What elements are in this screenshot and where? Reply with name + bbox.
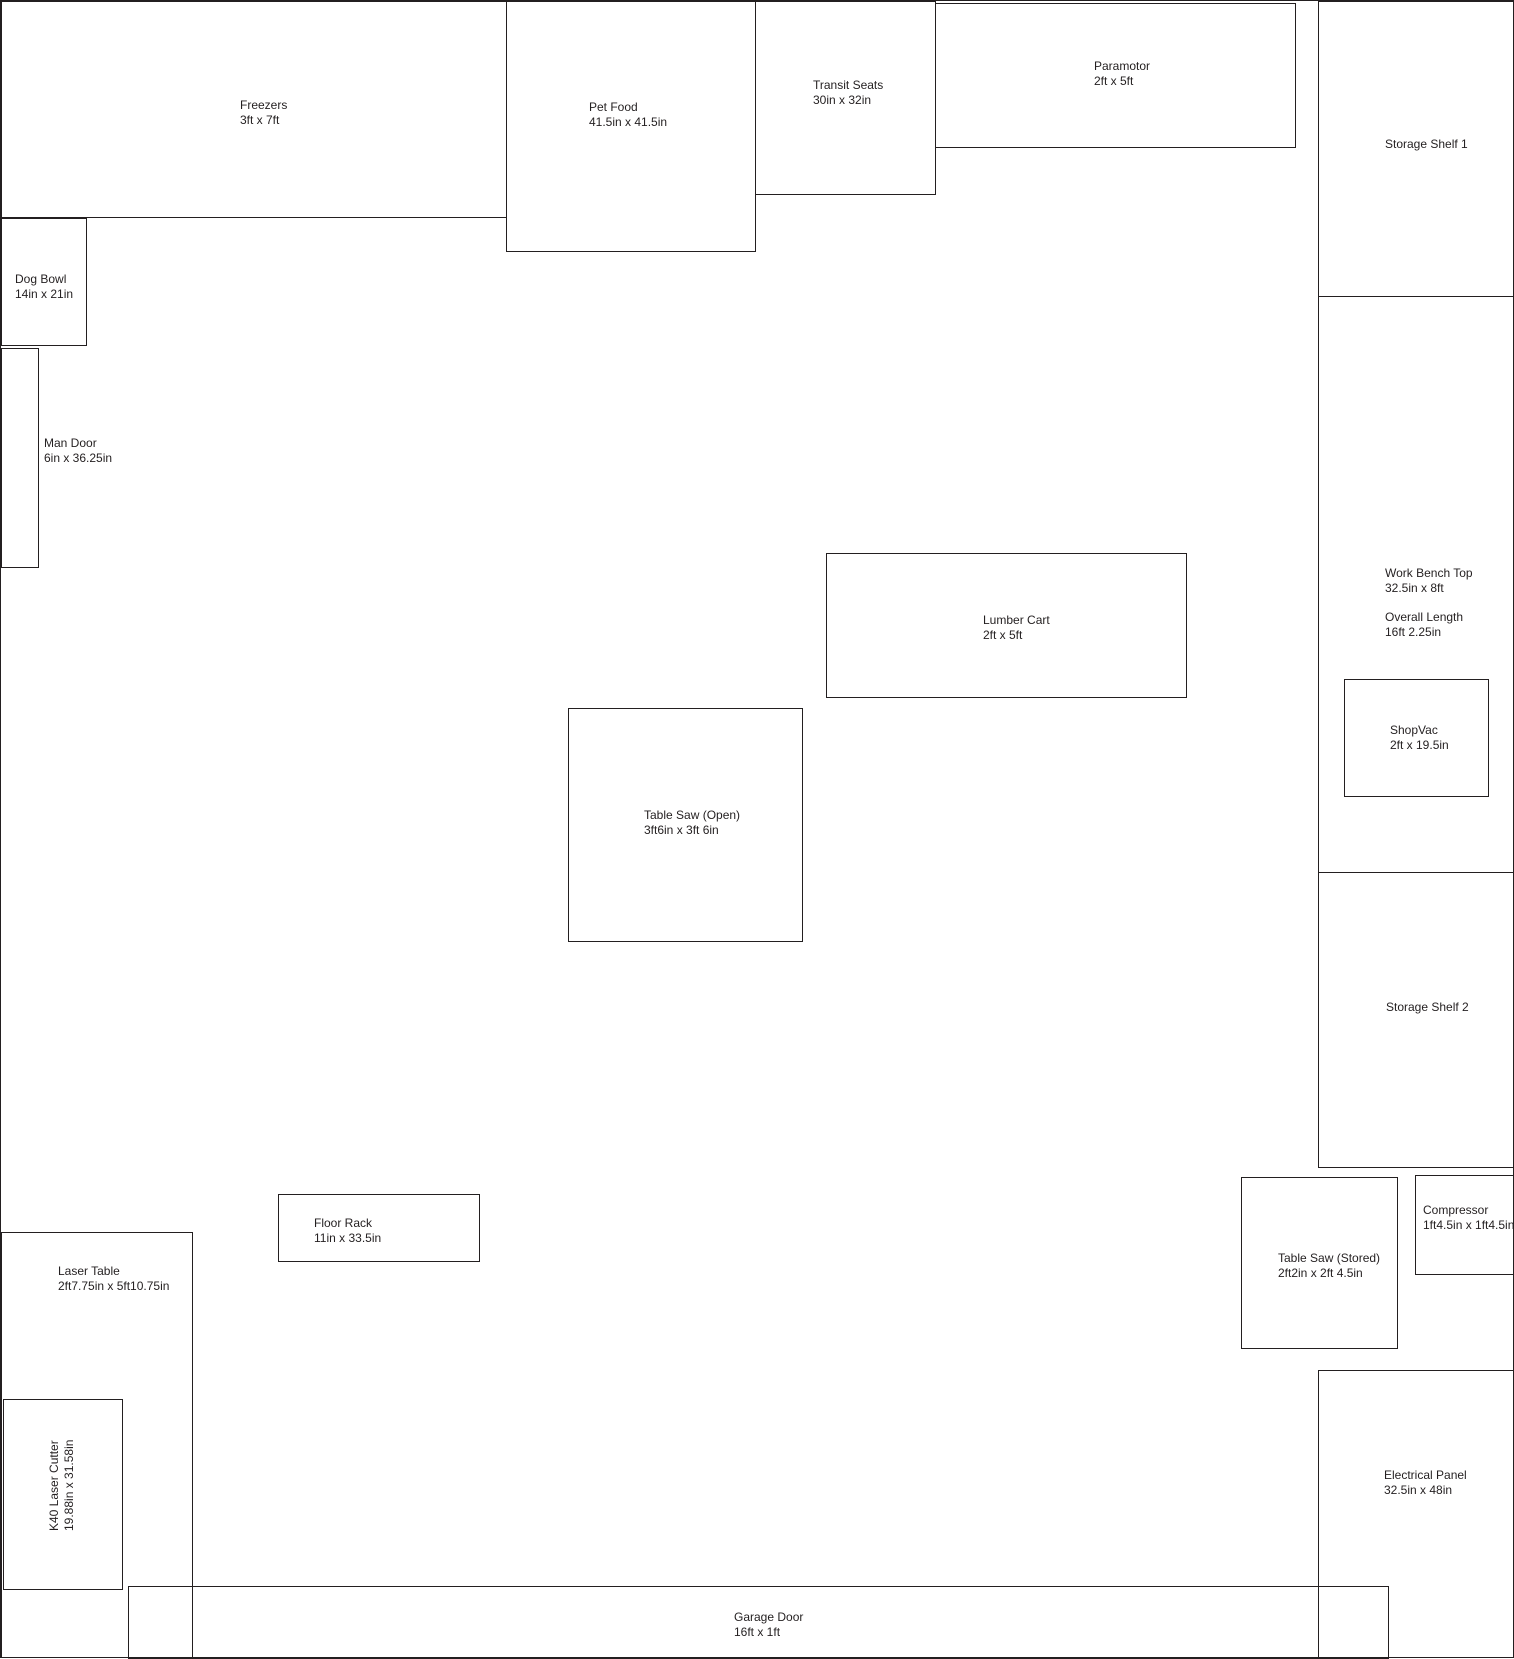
floor-rack-size: 11in x 33.5in [314, 1231, 382, 1245]
garage-door-label: Garage Door 16ft x 1ft [734, 1610, 803, 1640]
paramotor-name: Paramotor [1094, 59, 1151, 73]
electrical-panel-label: Electrical Panel 32.5in x 48in [1384, 1468, 1467, 1498]
dog-bowl-name: Dog Bowl [15, 272, 67, 286]
man-door-label: Man Door 6in x 36.25in [44, 436, 112, 466]
transit-seats-box [755, 1, 936, 195]
table-saw-open-label: Table Saw (Open) 3ft6in x 3ft 6in [644, 808, 740, 838]
table-saw-stored-label: Table Saw (Stored) 2ft2in x 2ft 4.5in [1278, 1251, 1380, 1281]
freezers-label: Freezers 3ft x 7ft [240, 98, 287, 128]
k40-laser-cutter-name: K40 Laser Cutter [47, 1440, 61, 1531]
lumber-cart-name: Lumber Cart [983, 613, 1050, 627]
k40-laser-cutter-size: 19.88in x 31.58in [62, 1439, 76, 1531]
work-bench-name: Work Bench Top [1385, 566, 1473, 580]
laser-table-name: Laser Table [58, 1264, 120, 1278]
work-bench-size: 32.5in x 8ft [1385, 581, 1444, 595]
electrical-panel-box [1318, 1370, 1514, 1658]
work-bench-label: Work Bench Top 32.5in x 8ft Overall Leng… [1385, 566, 1473, 640]
table-saw-open-name: Table Saw (Open) [644, 808, 741, 822]
storage-shelf-2-box [1318, 872, 1514, 1168]
lumber-cart-size: 2ft x 5ft [983, 628, 1023, 642]
storage-shelf-2-name: Storage Shelf 2 [1386, 1000, 1469, 1014]
electrical-panel-name: Electrical Panel [1384, 1468, 1467, 1482]
transit-seats-name: Transit Seats [813, 78, 884, 92]
freezers-box [1, 1, 507, 218]
work-bench-overall-label: Overall Length [1385, 610, 1464, 624]
pet-food-size: 41.5in x 41.5in [589, 115, 668, 129]
floor-rack-label: Floor Rack 11in x 33.5in [314, 1216, 381, 1246]
shopvac-box [1344, 679, 1489, 797]
freezers-size: 3ft x 7ft [240, 113, 280, 127]
shopvac-label: ShopVac 2ft x 19.5in [1390, 723, 1449, 753]
table-saw-stored-name: Table Saw (Stored) [1278, 1251, 1381, 1265]
man-door-size: 6in x 36.25in [44, 451, 113, 465]
transit-seats-label: Transit Seats 30in x 32in [813, 78, 883, 108]
storage-shelf-1-box [1318, 1, 1514, 297]
table-saw-stored-box [1241, 1177, 1398, 1349]
dog-bowl-size: 14in x 21in [15, 287, 74, 301]
storage-shelf-2-label: Storage Shelf 2 [1386, 1000, 1469, 1015]
man-door-name: Man Door [44, 436, 97, 450]
freezers-name: Freezers [240, 98, 288, 112]
paramotor-box [935, 3, 1296, 148]
compressor-name: Compressor [1423, 1203, 1489, 1217]
pet-food-label: Pet Food 41.5in x 41.5in [589, 100, 667, 130]
work-bench-overall-size: 16ft 2.25in [1385, 625, 1442, 639]
table-saw-open-size: 3ft6in x 3ft 6in [644, 823, 719, 837]
compressor-label: Compressor 1ft4.5in x 1ft4.5in [1423, 1203, 1514, 1233]
electrical-panel-size: 32.5in x 48in [1384, 1483, 1453, 1497]
laser-table-label: Laser Table 2ft7.75in x 5ft10.75in [58, 1264, 169, 1294]
shopvac-size: 2ft x 19.5in [1390, 738, 1449, 752]
garage-door-name: Garage Door [734, 1610, 804, 1624]
storage-shelf-1-label: Storage Shelf 1 [1385, 137, 1468, 152]
transit-seats-size: 30in x 32in [813, 93, 872, 107]
k40-laser-cutter-box [3, 1399, 123, 1590]
dog-bowl-label: Dog Bowl 14in x 21in [15, 272, 73, 302]
floor-rack-name: Floor Rack [314, 1216, 373, 1230]
dog-bowl-box [1, 218, 87, 346]
compressor-box [1415, 1175, 1514, 1275]
floor-rack-box [278, 1194, 480, 1262]
compressor-size: 1ft4.5in x 1ft4.5in [1423, 1218, 1514, 1232]
storage-shelf-1-name: Storage Shelf 1 [1385, 137, 1468, 151]
paramotor-label: Paramotor 2ft x 5ft [1094, 59, 1150, 89]
lumber-cart-label: Lumber Cart 2ft x 5ft [983, 613, 1050, 643]
table-saw-open-box [568, 708, 803, 942]
man-door-box [1, 348, 39, 568]
garage-door-size: 16ft x 1ft [734, 1625, 781, 1639]
lumber-cart-box [826, 553, 1187, 698]
pet-food-name: Pet Food [589, 100, 638, 114]
pet-food-box [506, 1, 756, 252]
shopvac-name: ShopVac [1390, 723, 1438, 737]
k40-laser-cutter-label: K40 Laser Cutter 19.88in x 31.58in [47, 1440, 77, 1531]
laser-table-size: 2ft7.75in x 5ft10.75in [58, 1279, 170, 1293]
paramotor-size: 2ft x 5ft [1094, 74, 1134, 88]
table-saw-stored-size: 2ft2in x 2ft 4.5in [1278, 1266, 1363, 1280]
